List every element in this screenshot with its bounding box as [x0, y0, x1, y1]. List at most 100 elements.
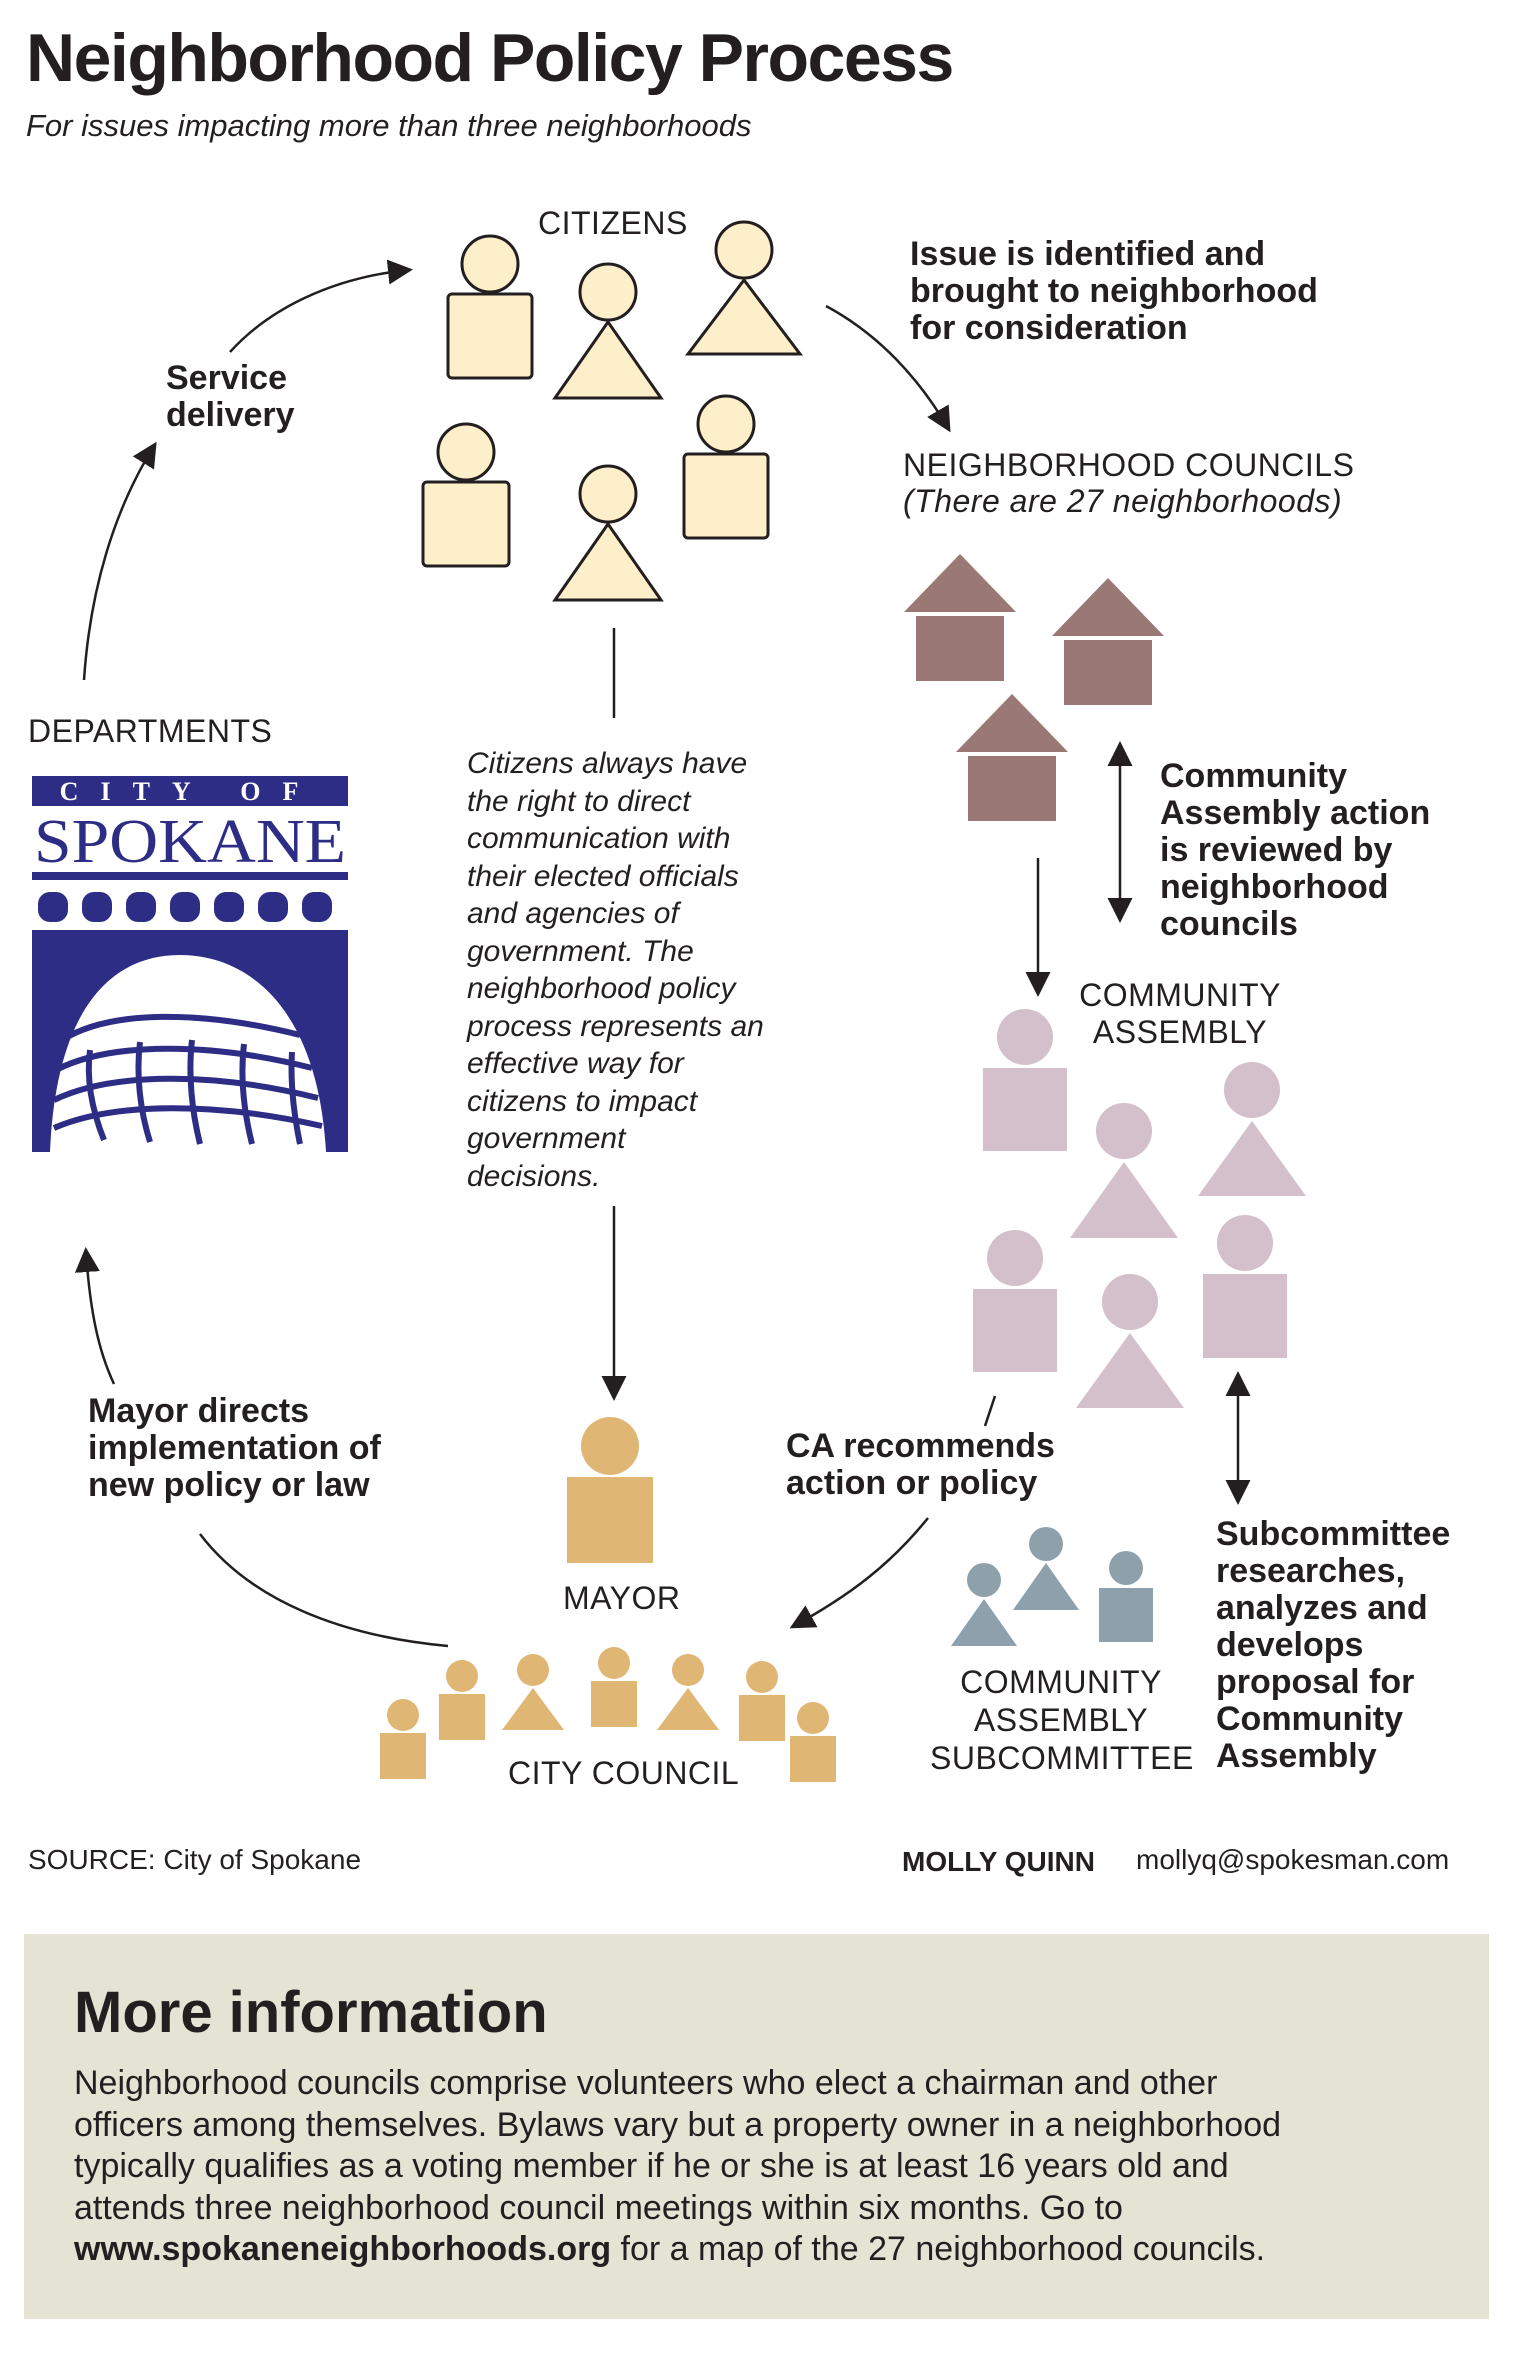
step-line: Assembly	[1216, 1737, 1377, 1775]
step-line: Issue is identified and	[910, 235, 1266, 273]
step-issue-identified: Issue is identified and brought to neigh…	[910, 236, 1318, 347]
arrow-citizens-to-councils	[825, 304, 951, 433]
subcommittee-label-line: COMMUNITY	[960, 1664, 1162, 1700]
assembly-figure	[1198, 1062, 1306, 1196]
note-line: and agencies of	[467, 897, 679, 930]
city-of-spokane-logo: CITY OF SPOKANE	[32, 776, 348, 1152]
community-assembly-label-line: ASSEMBLY	[1092, 1014, 1268, 1050]
step-line: neighborhood	[1160, 868, 1389, 906]
more-information-text: Neighborhood councils comprise volunteer…	[74, 2063, 1464, 2271]
arrow-service-to-citizens	[229, 259, 413, 353]
arrow-ca-to-council	[789, 1517, 929, 1629]
assembly-figure	[1070, 1103, 1178, 1238]
neighborhood-houses	[904, 554, 1164, 821]
note-line: the right to direct	[467, 784, 691, 818]
step-line: councils	[1160, 905, 1298, 943]
neighborhood-councils-label: NEIGHBORHOOD COUNCILS	[903, 447, 1355, 483]
step-line: implementation of	[88, 1429, 381, 1467]
council-figure	[380, 1699, 426, 1779]
step-line: delivery	[166, 396, 295, 434]
assembly-figure	[1203, 1215, 1287, 1358]
note-line: process represents an	[467, 1009, 764, 1043]
assembly-figure	[983, 1009, 1067, 1151]
policy-process-diagram: CITY OF SPOKANE	[32, 220, 1306, 1782]
step-line: Assembly action	[1160, 794, 1431, 832]
step-service-delivery: Service delivery	[166, 360, 295, 434]
citizen-figure	[552, 464, 664, 602]
step-line: Service	[166, 359, 287, 397]
note-line: communication with	[467, 822, 731, 855]
step-line: Subcommittee	[1216, 1515, 1451, 1553]
step-line: is reviewed by	[1160, 831, 1393, 869]
note-line: Citizens always have	[467, 747, 748, 780]
subcommittee-group	[951, 1527, 1153, 1646]
info-line: typically qualifies as a voting member i…	[74, 2147, 1229, 2185]
author-email: mollyq@spokesman.com	[1136, 1844, 1450, 1875]
more-information-box: More information Neighborhood councils c…	[24, 1934, 1489, 2319]
step-line: Community	[1160, 757, 1347, 795]
citizen-figure	[682, 394, 770, 540]
step-line: CA recommends	[786, 1427, 1055, 1465]
step-line: action or policy	[786, 1464, 1038, 1502]
page-subtitle: For issues impacting more than three nei…	[26, 108, 752, 143]
council-figure	[591, 1647, 637, 1727]
arrow-council-to-mayor-directs	[199, 1533, 449, 1648]
note-line: citizens to impact	[467, 1084, 698, 1118]
city-council-group	[380, 1647, 836, 1782]
step-line: analyzes and	[1216, 1589, 1428, 1627]
flow-arrows	[74, 259, 1251, 1648]
info-line: attends three neighborhood council meeti…	[74, 2188, 1123, 2227]
subcommittee-label-line: ASSEMBLY	[973, 1702, 1149, 1738]
step-line: proposal for	[1216, 1663, 1415, 1701]
step-line: brought to neighborhood	[910, 272, 1318, 310]
subcommittee-figure	[1013, 1527, 1079, 1610]
neighborhood-councils-note: (There are 27 neighborhoods)	[903, 483, 1343, 519]
assembly-figure	[973, 1230, 1057, 1372]
step-subcommittee-researches: Subcommittee researches, analyzes and de…	[1216, 1516, 1450, 1775]
neighborhoods-website-link[interactable]: www.spokaneneighborhoods.org	[74, 2230, 612, 2268]
subcommittee-figure	[1099, 1551, 1153, 1642]
citizen-figure	[446, 234, 534, 380]
connector-assembly-tick	[983, 1395, 997, 1427]
subcommittee-figure	[951, 1563, 1017, 1646]
council-figure	[657, 1654, 719, 1730]
author-credit: MOLLY QUINN	[902, 1846, 1095, 1877]
info-line: Neighborhood councils comprise volunteer…	[74, 2064, 1218, 2102]
community-assembly-group	[973, 1009, 1306, 1408]
arrow-departments-to-service	[82, 441, 157, 681]
house-icon	[1052, 578, 1164, 705]
source-credit: SOURCE: City of Spokane	[28, 1844, 362, 1875]
citizens-rights-note: Citizens always have the right to direct…	[467, 745, 764, 1195]
citizen-figure	[552, 262, 664, 400]
community-assembly-label-line: COMMUNITY	[1079, 977, 1281, 1013]
house-icon	[956, 694, 1068, 821]
step-ca-reviewed: Community Assembly action is reviewed by…	[1160, 758, 1430, 943]
info-line-with-link: www.spokaneneighborhoods.org for a map o…	[74, 2229, 1464, 2271]
step-line: researches,	[1216, 1552, 1406, 1590]
step-line: for consideration	[910, 309, 1188, 347]
subcommittee-label: COMMUNITY ASSEMBLY SUBCOMMITTEE	[930, 1663, 1194, 1777]
note-line: their elected officials	[467, 859, 739, 893]
note-line: government	[467, 1122, 626, 1155]
subcommittee-label-line: SUBCOMMITTEE	[930, 1740, 1194, 1776]
city-council-label: CITY COUNCIL	[508, 1755, 740, 1791]
step-line: develops	[1216, 1626, 1364, 1664]
council-figure	[439, 1660, 485, 1740]
info-line: officers among themselves. Bylaws vary b…	[74, 2105, 1282, 2144]
more-information-title: More information	[74, 1980, 548, 2045]
assembly-figure	[1076, 1274, 1184, 1408]
step-mayor-directs: Mayor directs implementation of new poli…	[88, 1393, 381, 1504]
council-figure	[790, 1702, 836, 1782]
note-line: government. The	[467, 934, 694, 968]
departments-label: DEPARTMENTS	[28, 713, 273, 749]
citizens-group	[421, 220, 804, 602]
logo-top-text: CITY OF	[60, 777, 321, 806]
mayor-figure	[567, 1417, 653, 1563]
community-assembly-label: COMMUNITY ASSEMBLY	[1060, 977, 1300, 1051]
note-line: neighborhood policy	[467, 972, 736, 1005]
citizen-figure	[421, 422, 511, 568]
mayor-label: MAYOR	[563, 1580, 681, 1616]
note-line: decisions.	[467, 1159, 601, 1193]
council-figure	[739, 1661, 785, 1741]
step-line: new policy or law	[88, 1466, 370, 1504]
